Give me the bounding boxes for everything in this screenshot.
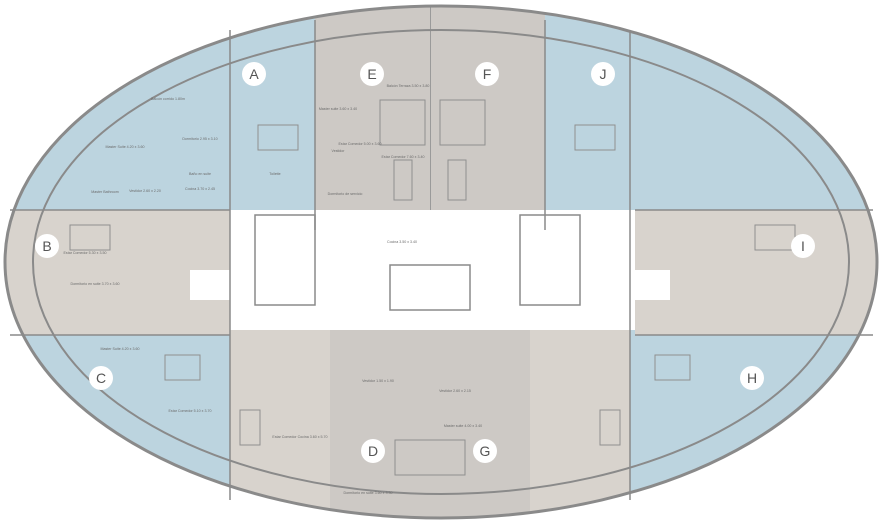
unit-marker-g[interactable]: G [473, 439, 497, 463]
unit-marker-label: G [480, 443, 491, 459]
partition-walls [10, 20, 873, 500]
room-label: Master suite 4.00 x 3.40 [444, 424, 482, 428]
unit-marker-j[interactable]: J [591, 62, 615, 86]
unit-marker-b[interactable]: B [35, 234, 59, 258]
room-label: Master Suite 4.20 x 3.60 [101, 347, 140, 351]
room-label: Vestidor 2.60 x 2.15 [439, 389, 471, 393]
room-label: Estar Comedor 5.00 x 3.60 [339, 142, 382, 146]
room-label: Estar Comedor 5.30 x 3.50 [64, 251, 107, 255]
unit-marker-label: J [600, 66, 607, 82]
room-label: Master Suite 4.20 x 3.60 [106, 145, 145, 149]
room-label: Estar Comedor 7.60 x 3.40 [382, 155, 425, 159]
outer-facade [3, 4, 879, 520]
unit-marker-label: I [801, 238, 805, 254]
unit-marker-label: D [368, 443, 378, 459]
unit-marker-label: B [42, 238, 51, 254]
room-label: Estar Comedor 5.10 x 3.70 [169, 409, 212, 413]
room-label: Cocina 3.70 x 2.45 [185, 187, 215, 191]
unit-marker-i[interactable]: I [791, 234, 815, 258]
unit-marker-label: C [96, 370, 106, 386]
unit-marker-label: E [367, 66, 376, 82]
unit-marker-label: F [483, 66, 492, 82]
unit-marker-h[interactable]: H [740, 366, 764, 390]
unit-marker-f[interactable]: F [475, 62, 499, 86]
building-core [230, 210, 635, 330]
room-label: Balcón Terraza 3.50 x 3.80 [387, 84, 430, 88]
unit-marker-e[interactable]: E [360, 62, 384, 86]
room-label: Dormitorio de servicio [328, 192, 363, 196]
room-label: Vestidor 2.60 x 2.20 [129, 189, 161, 193]
room-label: Vestidor [332, 149, 346, 153]
unit-marker-d[interactable]: D [361, 439, 385, 463]
room-label: Master suite 3.60 x 3.40 [319, 107, 357, 111]
unit-i-area [635, 210, 877, 335]
room-label: Cocina 3.50 x 3.40 [387, 240, 417, 244]
room-label: Master Bathroom [91, 190, 119, 194]
room-label: Estar Comedor Cocina 3.60 x 5.70 [272, 435, 327, 439]
balcony-line [32, 29, 850, 495]
unit-marker-c[interactable]: C [89, 366, 113, 390]
room-label: Balcón corrido 1.80m [151, 97, 185, 101]
furniture [69, 99, 796, 476]
room-label: Dormitorio en suite 3.70 x 3.60 [71, 282, 120, 286]
room-label: Dormitorio 2.95 x 3.10 [182, 137, 217, 141]
unit-marker-a[interactable]: A [242, 62, 266, 86]
room-label: Baño en suite [189, 172, 211, 176]
room-label: Vestidor 1.50 x 1.90 [362, 379, 394, 383]
unit-markers: A B C D E F G H I J [35, 62, 815, 463]
room-label: Dormitorio en suite 3.60 x 3.30 [344, 491, 393, 495]
unit-marker-label: A [249, 66, 259, 82]
unit-marker-label: H [747, 370, 757, 386]
room-label: Toilette [269, 172, 280, 176]
